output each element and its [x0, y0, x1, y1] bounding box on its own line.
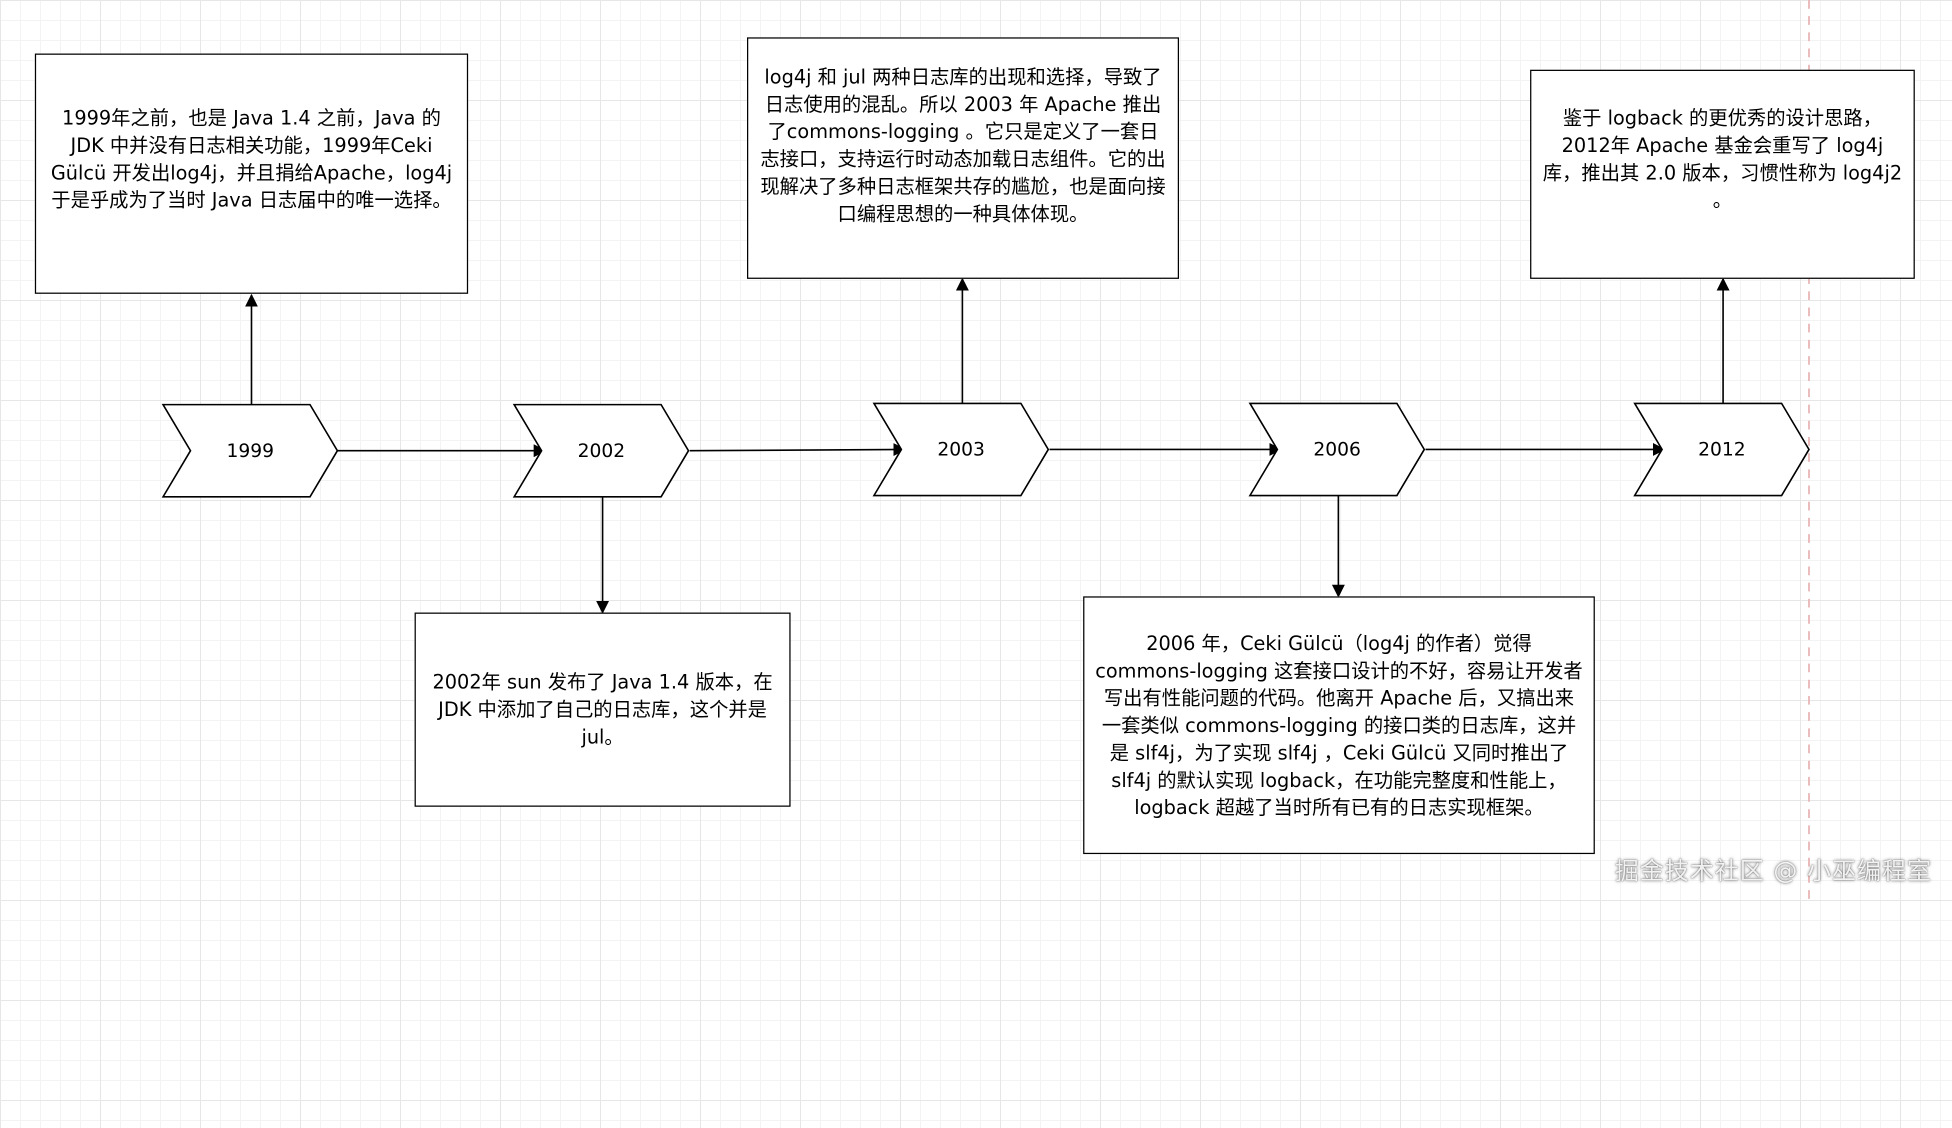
milestone-year-label: 2012 [1698, 438, 1746, 461]
milestone-year-label: 2006 [1313, 438, 1361, 461]
milestone-2006[interactable]: 2006 [1248, 402, 1426, 497]
connector-arrow-2002-2003 [689, 443, 907, 456]
chevron-shape [1248, 402, 1426, 497]
milestone-1999[interactable]: 1999 [161, 403, 339, 498]
chevron-shape [512, 403, 690, 498]
note-2002: 2002年 sun 发布了 Java 1.4 版本，在 JDK 中添加了自己的日… [414, 612, 791, 807]
milestone-2012[interactable]: 2012 [1633, 402, 1810, 497]
note-2006: 2006 年，Ceki Gülcü（log4j 的作者）觉得 commons-l… [1083, 596, 1595, 855]
milestone-year-label: 1999 [226, 439, 275, 462]
milestone-2003[interactable]: 2003 [872, 402, 1050, 497]
chevron-shape [872, 402, 1050, 497]
note-text: 鉴于 logback 的更优秀的设计思路，2012年 Apache 基金会重写了… [1542, 107, 1903, 212]
note-text: 2006 年，Ceki Gülcü（log4j 的作者）觉得 commons-l… [1095, 631, 1583, 819]
note-text: 2002年 sun 发布了 Java 1.4 版本，在 JDK 中添加了自己的日… [432, 671, 773, 749]
note-text: 1999年之前，也是 Java 1.4 之前，Java 的 JDK 中并没有日志… [50, 106, 453, 212]
milestone-year-label: 2003 [937, 438, 985, 461]
milestone-year-label: 2002 [577, 439, 626, 462]
note-text: log4j 和 jul 两种日志库的出现和选择，导致了日志使用的混乱。所以 20… [760, 65, 1166, 226]
note-2003: log4j 和 jul 两种日志库的出现和选择，导致了日志使用的混乱。所以 20… [747, 37, 1180, 279]
note-2012: 鉴于 logback 的更优秀的设计思路，2012年 Apache 基金会重写了… [1530, 69, 1915, 279]
note-1999: 1999年之前，也是 Java 1.4 之前，Java 的 JDK 中并没有日志… [34, 53, 469, 294]
chevron-shape [161, 403, 339, 498]
chevron-shape [1633, 402, 1810, 497]
watermark-text: 掘金技术社区 @ 小巫编程室 [1614, 857, 1932, 885]
milestone-2002[interactable]: 2002 [512, 403, 690, 498]
